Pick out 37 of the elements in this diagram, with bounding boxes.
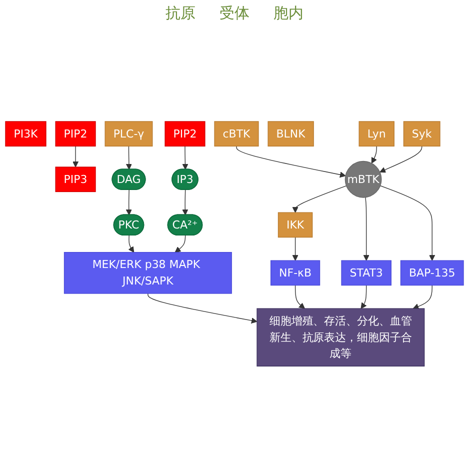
arrow xyxy=(72,146,79,167)
node-box: PI3K xyxy=(5,120,46,146)
region-label: 受体 xyxy=(220,4,250,24)
arrow xyxy=(128,234,134,252)
arrow xyxy=(360,284,367,308)
node-box: cBTK xyxy=(214,120,259,146)
arrow xyxy=(182,146,188,170)
region-label: 胞内 xyxy=(274,4,304,24)
node-box: BAP-135 xyxy=(400,260,464,286)
arrow xyxy=(363,196,370,260)
arrow xyxy=(371,146,377,164)
node-box: PIP2 xyxy=(55,120,96,146)
arrow xyxy=(148,292,258,324)
arrow xyxy=(292,236,298,260)
node-box: NF-κB xyxy=(270,260,320,286)
arrow xyxy=(236,146,346,178)
node-box: PIP2 xyxy=(164,120,206,146)
arrow xyxy=(292,185,347,212)
node-box: PLC-γ xyxy=(104,120,153,146)
arrow xyxy=(182,189,188,215)
node-box: STAT3 xyxy=(341,260,392,286)
node-circle: mBTK xyxy=(344,160,382,198)
node-box: Syk xyxy=(403,120,440,146)
arrow xyxy=(380,185,436,260)
arrow xyxy=(174,234,186,252)
node-box: BLNK xyxy=(268,120,314,146)
node-box: 细胞增殖、存活、分化、血管新生、抗原表达，细胞因子合成等 xyxy=(256,308,425,366)
arrow xyxy=(294,284,305,308)
arrow xyxy=(412,284,432,310)
arrow xyxy=(126,189,132,215)
region-label: 抗原 xyxy=(166,4,196,24)
node-box: Lyn xyxy=(358,120,394,146)
arrow xyxy=(126,146,132,170)
node-box: MEK/ERK p38 MAPK JNK/SAPK xyxy=(64,252,232,294)
arrow xyxy=(380,146,422,172)
node-box: IKK xyxy=(278,212,313,238)
node-box: PIP3 xyxy=(55,166,96,192)
